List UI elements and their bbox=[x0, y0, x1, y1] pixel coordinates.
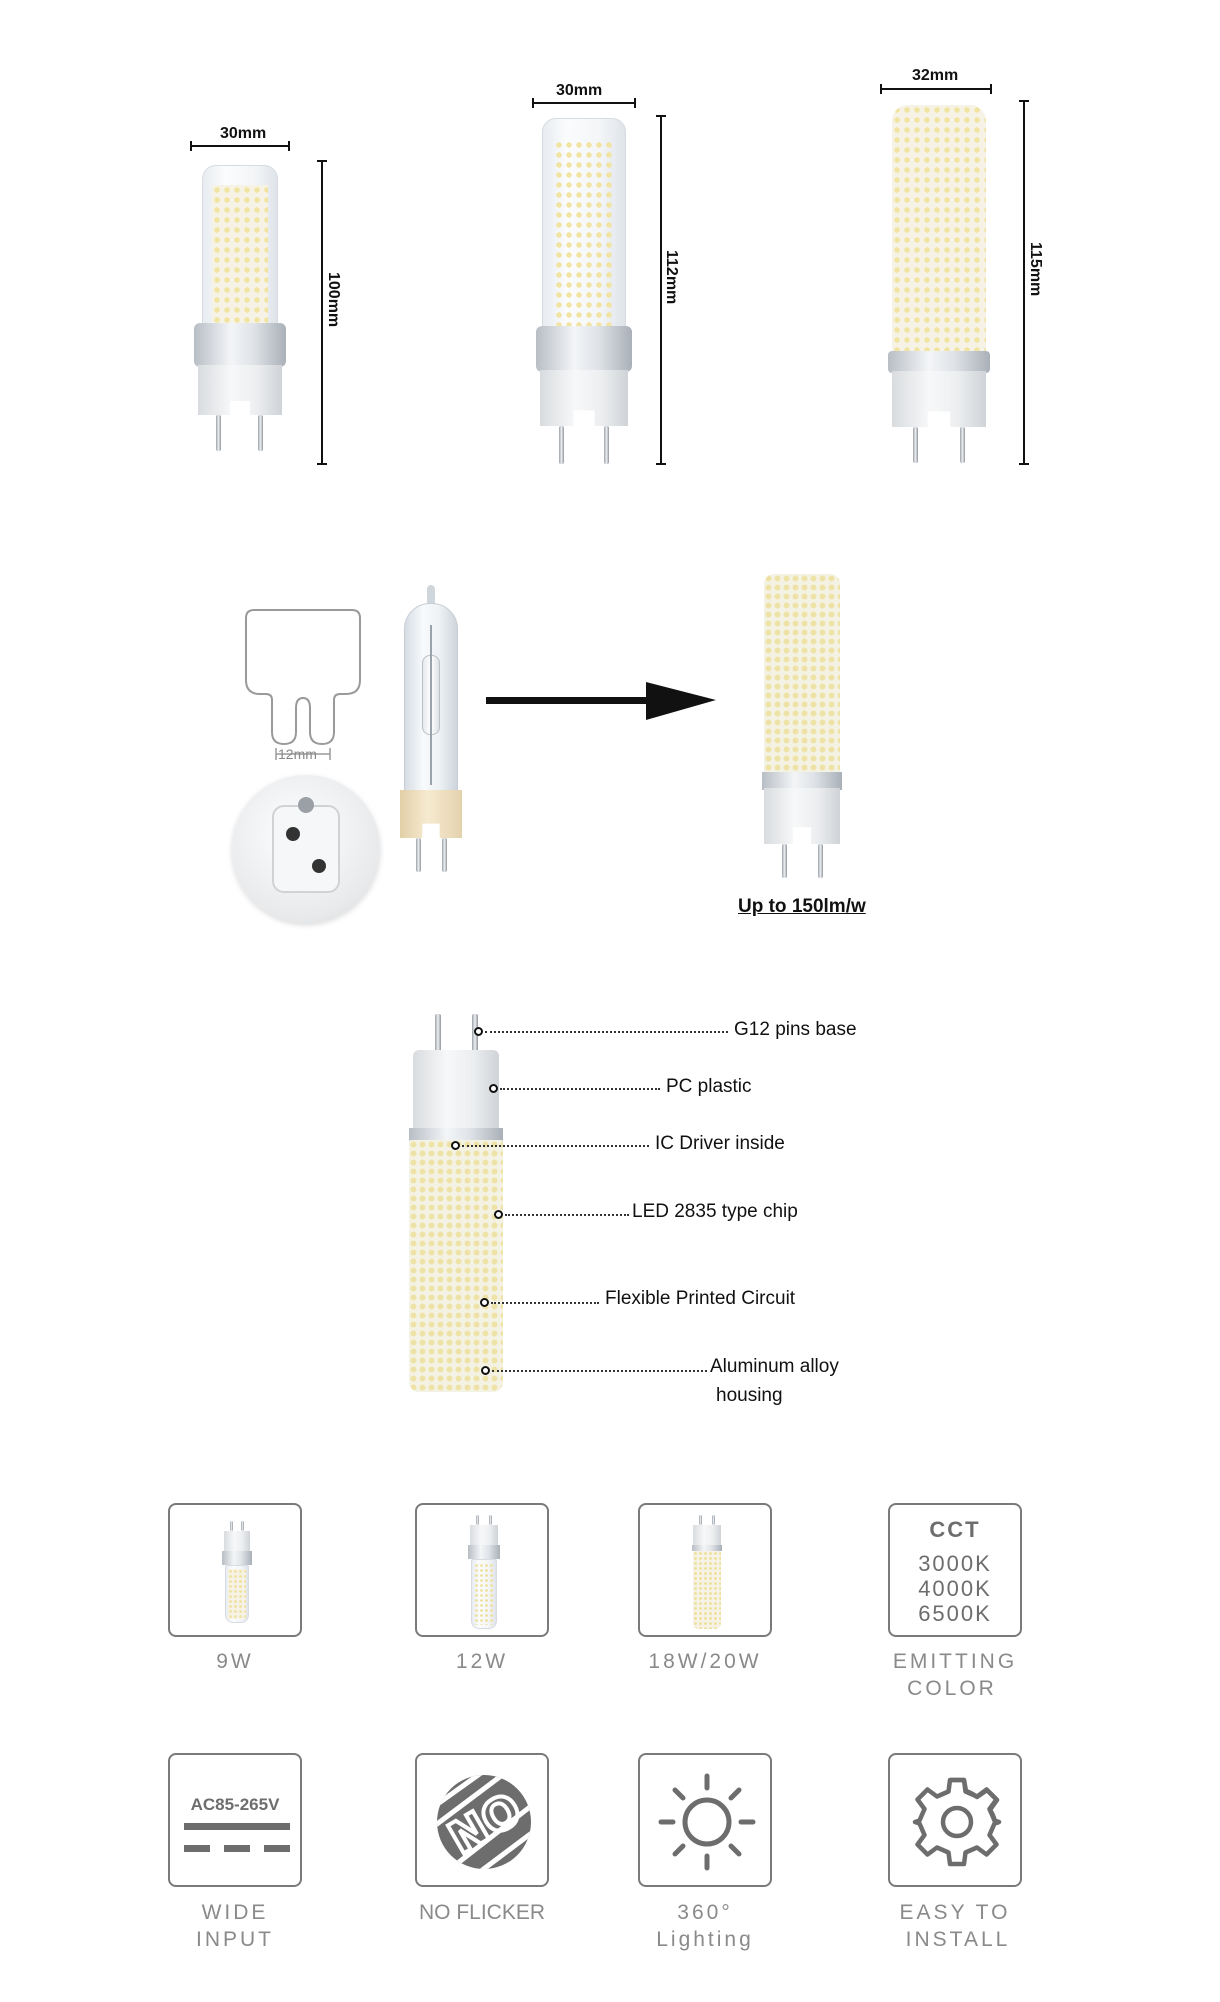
callout-ic-driver: IC Driver inside bbox=[655, 1133, 785, 1154]
feature-360-lighting-box bbox=[638, 1753, 772, 1887]
feature-wide-label: WIDE bbox=[201, 1901, 269, 1924]
callout-aluminum-housing: Aluminum alloy bbox=[710, 1356, 839, 1377]
metal-halide-lamp-image bbox=[392, 585, 470, 885]
led-replacement-bulb-image bbox=[760, 574, 844, 880]
bulb-18w-height-label: 115mm bbox=[1027, 242, 1044, 297]
base-spacing-label: 12mm bbox=[278, 746, 317, 762]
feature-no-flicker-box: NO bbox=[415, 1753, 549, 1887]
bulb-9w-image bbox=[190, 165, 290, 465]
g12-socket-image bbox=[232, 775, 380, 923]
bulb-12w-image bbox=[532, 118, 636, 468]
feature-12w-label: 12W bbox=[455, 1650, 509, 1673]
bulb-18w-thumb bbox=[690, 1515, 724, 1631]
feature-emitting-label: EMITTING bbox=[892, 1650, 1018, 1673]
bulb-18w-image bbox=[886, 105, 992, 465]
callout-line-pins bbox=[485, 1031, 728, 1033]
feature-easy-install-box bbox=[888, 1753, 1022, 1887]
callout-line-chip bbox=[505, 1214, 629, 1216]
bulb-9w-thumb bbox=[221, 1521, 253, 1625]
callout-dot-pins bbox=[474, 1027, 483, 1036]
callout-dot-driver bbox=[451, 1141, 460, 1150]
bulb-9w-width-line bbox=[190, 141, 290, 151]
arrow-right-icon bbox=[486, 682, 716, 720]
feature-360-label: 360° bbox=[677, 1901, 733, 1924]
gear-icon bbox=[912, 1777, 1002, 1867]
callout-line-plastic bbox=[500, 1088, 660, 1090]
feature-cct-box: CCT 3000K 4000K 6500K bbox=[888, 1503, 1022, 1637]
bulb-9w-height-label: 100mm bbox=[325, 272, 342, 328]
feature-lighting-label: Lighting bbox=[656, 1928, 754, 1951]
bulb-12w-width-line bbox=[532, 98, 636, 108]
bulb-9w-width-label: 30mm bbox=[220, 125, 267, 142]
exploded-bulb-image bbox=[400, 1010, 510, 1400]
bulb-12w-width-label: 30mm bbox=[556, 82, 603, 99]
bulb-12w-thumb bbox=[467, 1515, 501, 1631]
feature-18w-20w-label: 18W/20W bbox=[648, 1650, 762, 1673]
feature-install-label: INSTALL bbox=[905, 1928, 1011, 1951]
feature-easy-to-label: EASY TO bbox=[899, 1901, 1011, 1924]
callout-pins-base: G12 pins base bbox=[734, 1019, 857, 1040]
cct-value-4000k: 4000K bbox=[918, 1576, 992, 1601]
callout-dot-plastic bbox=[489, 1084, 498, 1093]
feature-wide-input-box: AC85-265V bbox=[168, 1753, 302, 1887]
no-flicker-icon: NO bbox=[437, 1775, 532, 1869]
feature-no-flicker-label: NO FLICKER bbox=[418, 1901, 546, 1924]
bulb-18w-width-label: 32mm bbox=[912, 67, 959, 84]
feature-color-label: COLOR bbox=[907, 1677, 997, 1700]
callout-dot-chip bbox=[494, 1210, 503, 1219]
cct-value-3000k: 3000K bbox=[918, 1551, 992, 1576]
callout-dot-circuit bbox=[480, 1298, 489, 1307]
cct-value-6500k: 6500K bbox=[918, 1601, 992, 1626]
sun-icon bbox=[658, 1773, 756, 1871]
callout-line-housing bbox=[492, 1370, 707, 1372]
feature-9w-label: 9W bbox=[216, 1650, 254, 1673]
voltage-badge: AC85-265V bbox=[190, 1795, 280, 1814]
callout-flexible-circuit: Flexible Printed Circuit bbox=[605, 1288, 796, 1309]
bulb-12w-height-label: 112mm bbox=[663, 250, 680, 305]
cct-title: CCT bbox=[929, 1517, 981, 1542]
bulb-18w-height-line bbox=[1019, 100, 1029, 465]
feature-input-label: INPUT bbox=[196, 1928, 274, 1951]
g12-base-outline-icon bbox=[245, 609, 361, 760]
callout-line-circuit bbox=[491, 1302, 599, 1304]
callout-housing-line2: housing bbox=[716, 1385, 783, 1406]
callout-dot-housing bbox=[481, 1366, 490, 1375]
callout-pc-plastic: PC plastic bbox=[666, 1076, 752, 1097]
callout-led-chip: LED 2835 type chip bbox=[632, 1201, 798, 1222]
bulb-18w-width-line bbox=[880, 84, 992, 94]
feature-12w-box bbox=[415, 1503, 549, 1637]
efficiency-label: Up to 150lm/w bbox=[738, 896, 866, 917]
feature-9w-box bbox=[168, 1503, 302, 1637]
feature-18w-20w-box bbox=[638, 1503, 772, 1637]
dc-current-icon bbox=[184, 1823, 290, 1857]
bulb-9w-height-line bbox=[317, 160, 327, 465]
bulb-12w-height-line bbox=[656, 115, 666, 465]
callout-line-driver bbox=[462, 1145, 649, 1147]
